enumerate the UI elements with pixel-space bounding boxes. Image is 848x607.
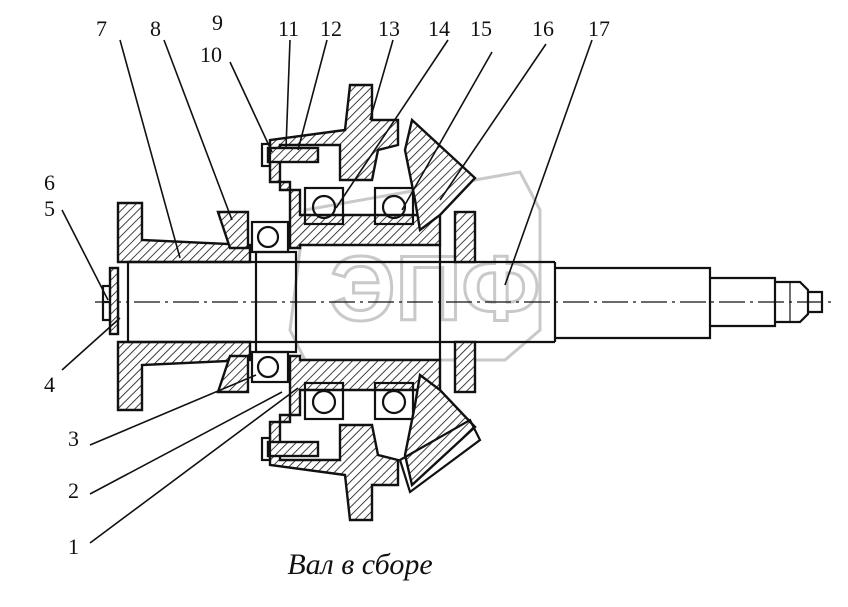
spacer-sleeve [438, 210, 477, 394]
callout-3: 3 [68, 426, 79, 451]
seal-housing [216, 210, 250, 394]
flange [116, 201, 252, 412]
callout-2: 2 [68, 478, 79, 503]
end-nut [101, 266, 120, 336]
bolts [260, 142, 320, 462]
callout-12: 12 [320, 16, 342, 41]
callout-14: 14 [428, 16, 450, 41]
callout-4: 4 [44, 372, 55, 397]
housing [268, 83, 442, 522]
callout-13: 13 [378, 16, 400, 41]
callout-1: 1 [68, 534, 79, 559]
watermark-text: ЭПФ [330, 238, 540, 340]
callout-6: 6 [44, 170, 55, 195]
callout-8: 8 [150, 16, 161, 41]
right-bearings [303, 186, 415, 421]
callout-15: 15 [470, 16, 492, 41]
shaft [128, 260, 824, 344]
callout-17: 17 [588, 16, 610, 41]
callout-7: 7 [96, 16, 107, 41]
left-bearing [250, 220, 298, 384]
watermark-shield: ЭПФ [288, 170, 542, 362]
figure-caption: Вал в сборе [287, 548, 433, 581]
callout-9: 9 [212, 10, 223, 35]
callout-16: 16 [532, 16, 554, 41]
callout-11: 11 [278, 16, 299, 41]
bevel-gear [398, 117, 482, 494]
leader-lines [61, 39, 593, 544]
callout-10: 10 [200, 42, 222, 67]
callout-5: 5 [44, 196, 55, 221]
